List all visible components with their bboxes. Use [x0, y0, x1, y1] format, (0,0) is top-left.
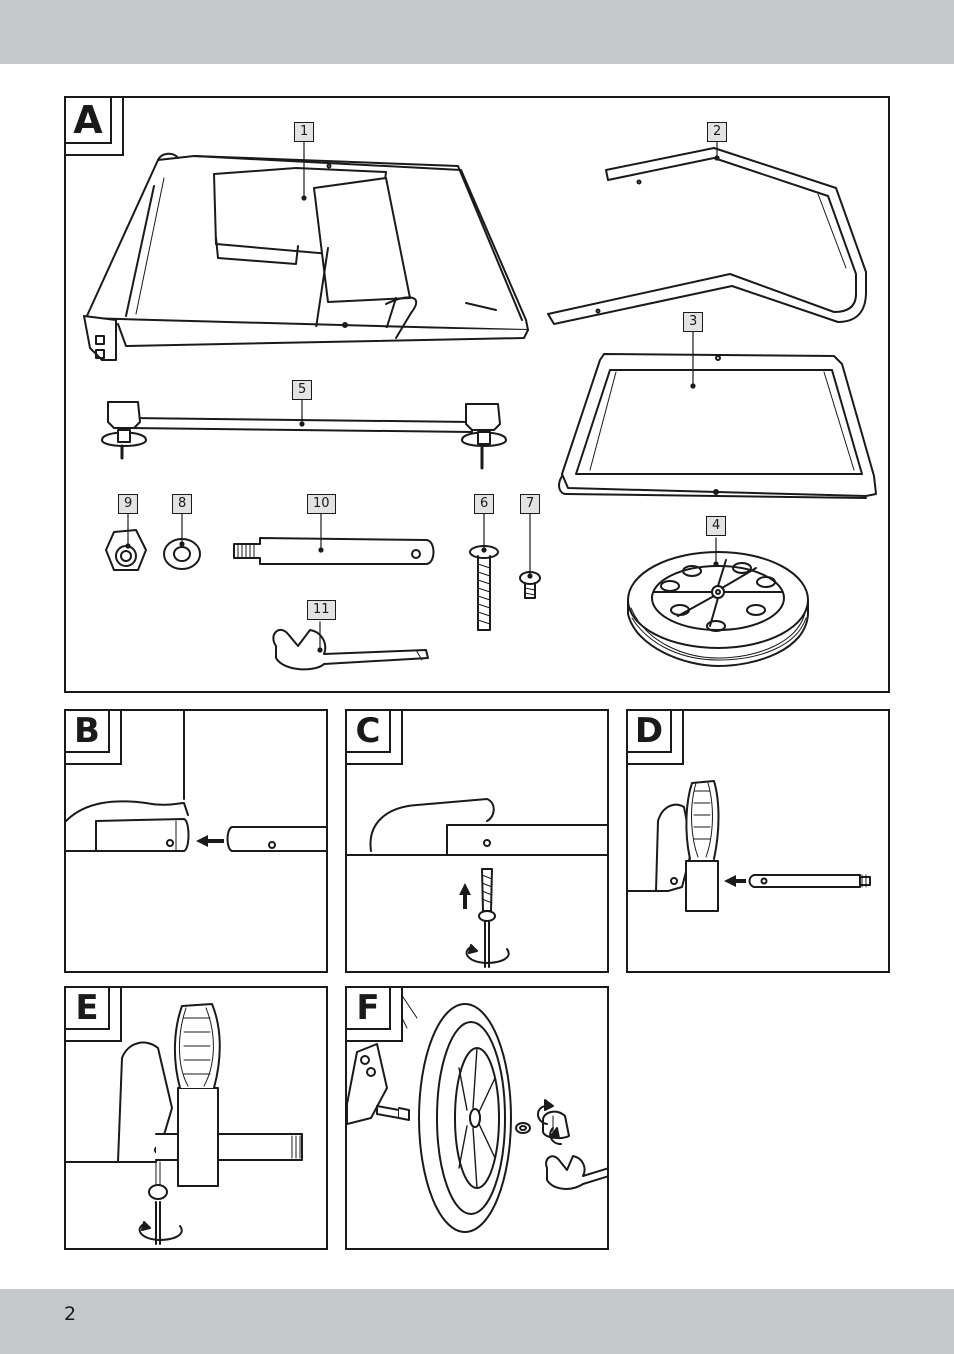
callout-part-7: 7 — [520, 494, 540, 514]
panel-c-corner: C — [345, 709, 403, 765]
page-number: 2 — [64, 1303, 76, 1325]
callout-part-8: 8 — [172, 494, 192, 514]
panel-b: B — [64, 709, 328, 973]
callout-part-5: 5 — [292, 380, 312, 400]
callout-part-6: 6 — [474, 494, 494, 514]
axle-bar — [102, 402, 506, 468]
folded-trailer-body — [84, 154, 528, 360]
parts-overview-drawing — [66, 98, 890, 693]
callout-part-10: 10 — [307, 494, 336, 514]
panel-c: C — [345, 709, 609, 973]
panel-d-label: D — [626, 709, 672, 753]
callout-part-1: 1 — [294, 122, 314, 142]
callout-part-11: 11 — [307, 600, 336, 620]
panel-e-corner: E — [64, 986, 122, 1042]
panel-b-label: B — [64, 709, 110, 753]
wrench — [273, 630, 428, 669]
callout-part-2: 2 — [707, 122, 727, 142]
arrow-up-icon — [459, 883, 471, 909]
panel-e: E — [64, 986, 328, 1250]
bolt — [470, 546, 498, 630]
arrow-left-icon — [196, 835, 224, 847]
callout-part-3: 3 — [683, 312, 703, 332]
arrow-left-icon — [724, 875, 746, 887]
panel-c-label: C — [345, 709, 391, 753]
panel-d: D — [626, 709, 890, 973]
callout-part-9: 9 — [118, 494, 138, 514]
rotate-icon — [467, 945, 509, 963]
top-band — [0, 0, 954, 64]
axle-pin — [234, 538, 434, 564]
panel-f: F — [345, 986, 609, 1250]
wheel — [628, 552, 808, 666]
panel-f-corner: F — [345, 986, 403, 1042]
panel-e-label: E — [64, 986, 110, 1030]
bottom-band — [0, 1289, 954, 1354]
frame-floor — [559, 354, 876, 498]
panel-a: A 1 2 3 5 9 8 10 6 7 4 11 — [64, 96, 890, 693]
lock-nut — [106, 530, 146, 570]
screwdriver-icon — [485, 921, 489, 967]
panel-a-label: A — [64, 96, 112, 144]
panel-d-corner: D — [626, 709, 684, 765]
panel-a-corner: A — [64, 96, 124, 156]
panel-f-label: F — [345, 986, 391, 1030]
screwdriver-icon — [156, 1202, 160, 1244]
handle-bar — [548, 148, 866, 324]
callout-part-4: 4 — [706, 516, 726, 536]
panel-b-corner: B — [64, 709, 122, 765]
